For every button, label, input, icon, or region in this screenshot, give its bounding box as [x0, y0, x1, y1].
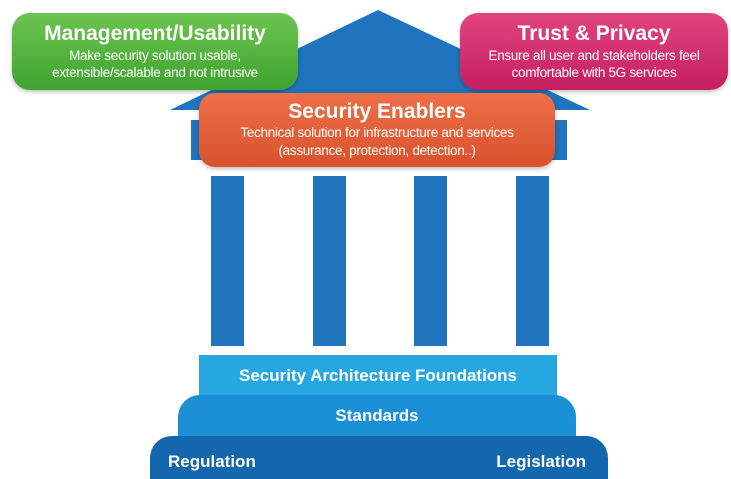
management-usability-line2: extensible/scalable and not intrusive [52, 65, 258, 80]
security-enablers-line1: Technical solution for infrastructure an… [240, 125, 514, 140]
trust-privacy-card: Trust & Privacy Ensure all user and stak… [460, 13, 728, 90]
trust-privacy-line1: Ensure all user and stakeholders feel [488, 48, 700, 63]
trust-privacy-line2: comfortable with 5G services [511, 65, 677, 80]
management-usability-title: Management/Usability [44, 22, 266, 45]
security-enablers-title: Security Enablers [288, 100, 466, 123]
security-enablers-line2: (assurance, protection, detection..) [278, 143, 476, 158]
regulation-label: Regulation [168, 452, 256, 471]
pillar-2 [313, 176, 346, 346]
management-usability-card: Management/Usability Make security solut… [12, 13, 298, 90]
base-tier: Regulation Legislation [150, 436, 608, 479]
security-enablers-card: Security Enablers Technical solution for… [199, 93, 555, 167]
management-usability-line1: Make security solution usable, [69, 48, 241, 63]
pillar-1 [211, 176, 244, 346]
legislation-label: Legislation [496, 452, 586, 471]
foundations-tier: Security Architecture Foundations [199, 355, 557, 397]
pillar-3 [414, 176, 447, 346]
pillar-4 [516, 176, 549, 346]
trust-privacy-title: Trust & Privacy [517, 22, 671, 45]
standards-tier: Standards [178, 395, 576, 437]
